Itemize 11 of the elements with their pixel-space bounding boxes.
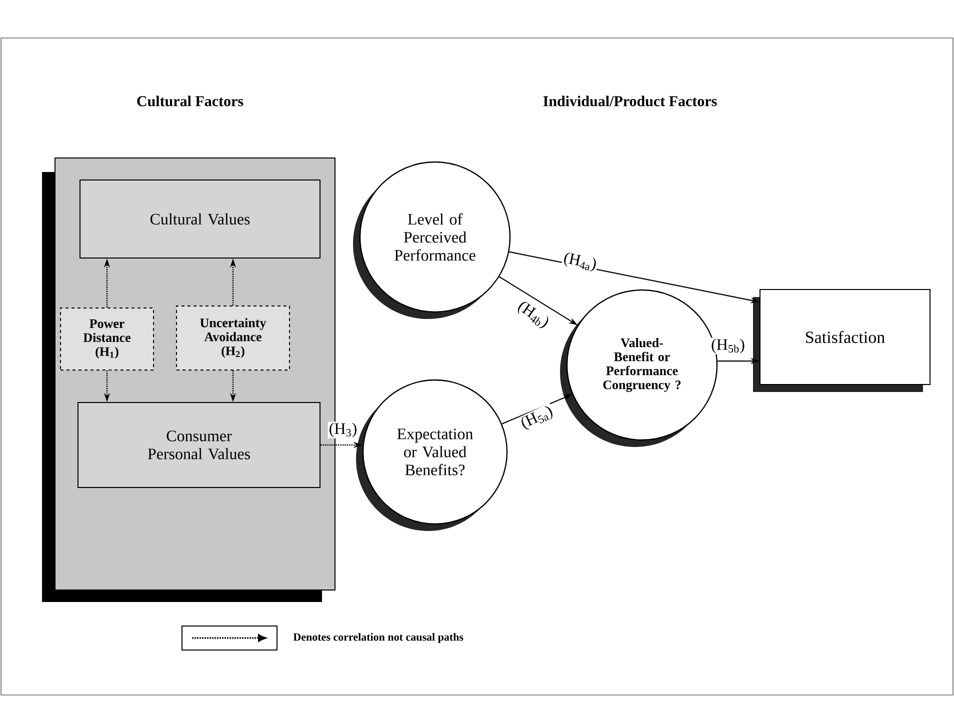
edge-label: (H$_{5b}$) xyxy=(710,338,746,354)
panel-heading: Cultural Factors xyxy=(137,96,244,106)
edge-label: (H$_{4b}$) xyxy=(514,298,552,332)
edge-label: (H$_{5a}$) xyxy=(518,403,556,433)
edge-label: (H$_{3}$) xyxy=(328,422,358,438)
circle-node: Level of Perceived Performance xyxy=(353,161,511,319)
edge-label: (H$_{4a}$) xyxy=(561,250,599,274)
process-box: Satisfaction xyxy=(753,289,930,392)
legend-text: Denotes correlation not causal paths xyxy=(293,633,464,643)
circle-node: Expectation or Valued Benefits? xyxy=(356,379,508,531)
heading: Individual/Product Factors xyxy=(543,96,717,106)
